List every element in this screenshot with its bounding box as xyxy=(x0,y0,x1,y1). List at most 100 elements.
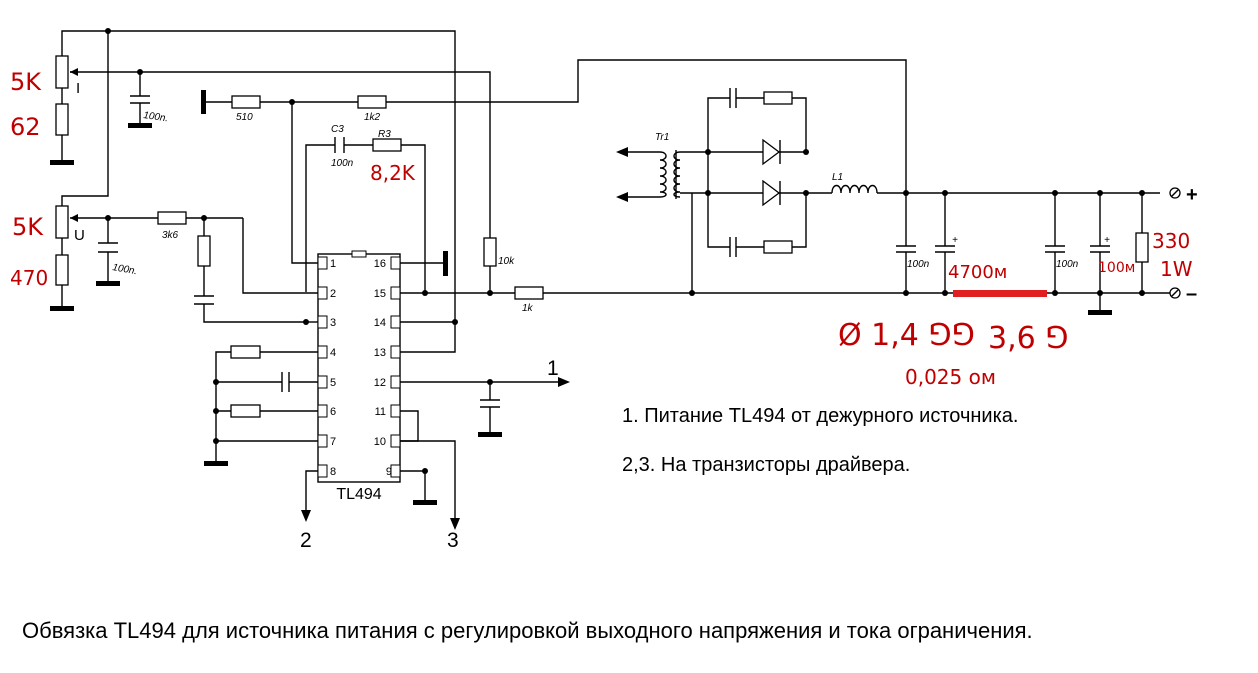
handwritten-annotations: 5K 62 5K 470 8,2K 4700м 100м 330 1W Ø 1,… xyxy=(10,68,1193,389)
inductor-l1 xyxy=(831,184,878,194)
ic-name: TL494 xyxy=(336,486,381,503)
label-c3: C3 xyxy=(331,124,344,135)
label-c-out1: 100n xyxy=(907,259,930,270)
pin-label: 3 xyxy=(330,317,336,329)
pot-label-voltage: U xyxy=(74,227,85,244)
hand-r-load-value: 330 xyxy=(1152,229,1190,253)
resistor-62 xyxy=(55,103,69,136)
pin-label: 4 xyxy=(330,347,336,359)
pin-label: 9 xyxy=(386,466,392,478)
terminal-plus: + xyxy=(1186,184,1198,206)
label-510: 510 xyxy=(236,112,253,123)
ic-pin xyxy=(317,345,328,359)
note-2: 2,3. На транзисторы драйвера. xyxy=(622,454,910,476)
note-1: 1. Питание TL494 от дежурного источника. xyxy=(622,405,1018,427)
pin-label: 7 xyxy=(330,436,336,448)
cap-fb xyxy=(194,295,214,305)
pin-label: 8 xyxy=(330,466,336,478)
ic-pin xyxy=(390,464,401,478)
ground-symbols xyxy=(50,90,1112,505)
ic-pin xyxy=(390,256,401,270)
hand-wire-resistance: 0,025 ом xyxy=(905,365,996,389)
cap-pin12 xyxy=(480,399,500,408)
ic-pin xyxy=(317,315,328,329)
label-c3-value: 100n xyxy=(331,158,354,169)
hand-cap-100m: 100м xyxy=(1098,260,1135,276)
cap-snubber-bot xyxy=(729,237,737,257)
hand-r62: 62 xyxy=(10,113,41,141)
polarity-mark: + xyxy=(1104,235,1110,246)
junction-dots xyxy=(105,28,1145,474)
ic-pin-boxes xyxy=(317,256,401,478)
ic-pin xyxy=(317,256,328,270)
pot-voltage xyxy=(55,205,78,286)
pin-label: 6 xyxy=(330,406,336,418)
resistors xyxy=(157,91,1149,418)
cap-100n-top xyxy=(130,95,150,123)
diodes xyxy=(762,138,781,207)
hand-r470: 470 xyxy=(10,266,48,290)
resistor-snubber-bot xyxy=(763,240,793,254)
hand-wire-diameter: Ø 1,4 ⅁⅁ xyxy=(838,318,975,353)
notes: 1. Питание TL494 от дежурного источника.… xyxy=(622,405,1018,476)
ic-pin xyxy=(317,404,328,418)
cap-out-4700 xyxy=(935,245,955,253)
label-3k6: 3k6 xyxy=(162,230,179,241)
pin-label: 16 xyxy=(374,258,386,270)
ic-pin xyxy=(390,315,401,329)
resistor-1k2 xyxy=(357,95,387,109)
label-c-100n-left: 100n. xyxy=(111,262,138,277)
resistor-1k xyxy=(514,286,544,300)
ic-pin xyxy=(390,375,401,389)
current-shunt xyxy=(953,290,1047,297)
resistor-fb xyxy=(197,235,211,267)
polarity-mark: + xyxy=(952,235,958,246)
ic-pin xyxy=(390,404,401,418)
ic-pin xyxy=(317,286,328,300)
pin-label: 2 xyxy=(330,288,336,300)
ic-pin xyxy=(317,464,328,478)
hand-pot1: 5K xyxy=(10,68,42,96)
resistor-pin6 xyxy=(230,404,261,418)
terminal-minus: – xyxy=(1186,283,1197,305)
label-c-100n-top: 100n. xyxy=(143,110,169,124)
ic-pin xyxy=(390,434,401,448)
hand-r3-value: 8,2K xyxy=(370,161,416,185)
label-l1: L1 xyxy=(832,172,843,183)
diode-bot xyxy=(762,179,781,207)
resistor-3k6 xyxy=(157,211,187,225)
diode-top xyxy=(762,138,781,166)
resistor-470 xyxy=(55,254,69,286)
pin-label: 12 xyxy=(374,377,386,389)
ic-pin xyxy=(317,375,328,389)
cap-out-100n-1 xyxy=(896,245,916,253)
resistor-r3 xyxy=(372,138,402,152)
transformer-tr1 xyxy=(616,147,681,202)
ic-pin xyxy=(390,345,401,359)
cap-out-100m xyxy=(1090,245,1110,253)
resistor-510 xyxy=(231,95,261,109)
ic-tl494: 1 2 3 4 5 6 7 8 16 15 14 13 12 11 10 9 T… xyxy=(317,250,401,503)
hand-pot2: 5K xyxy=(12,213,44,241)
resistor-10k xyxy=(483,237,497,267)
pin-label: 10 xyxy=(374,436,386,448)
output-label-3: 3 xyxy=(447,529,459,552)
wires xyxy=(61,30,1175,520)
label-10k: 10k xyxy=(498,256,515,267)
label-tr1: Tr1 xyxy=(655,132,669,143)
label-1k2: 1k2 xyxy=(364,112,381,123)
signal-outputs: 1 2 3 xyxy=(300,357,570,552)
label-1k: 1k xyxy=(522,303,534,314)
hand-r-load-power: 1W xyxy=(1160,257,1193,281)
label-c-out2: 100n xyxy=(1056,259,1079,270)
hand-wire-length: 3,6 ⅁ xyxy=(988,321,1069,356)
pin-label: 5 xyxy=(330,377,336,389)
output-label-2: 2 xyxy=(300,529,312,552)
cap-pin5 xyxy=(281,372,290,392)
ic-pin xyxy=(390,286,401,300)
hand-cap-4700: 4700м xyxy=(948,262,1007,283)
pin-label: 13 xyxy=(374,347,386,359)
pot-label-current: I xyxy=(76,80,80,97)
component-labels: 100n. 510 1k2 C3 100n R3 3k6 10k 1k 100n… xyxy=(74,80,1110,314)
